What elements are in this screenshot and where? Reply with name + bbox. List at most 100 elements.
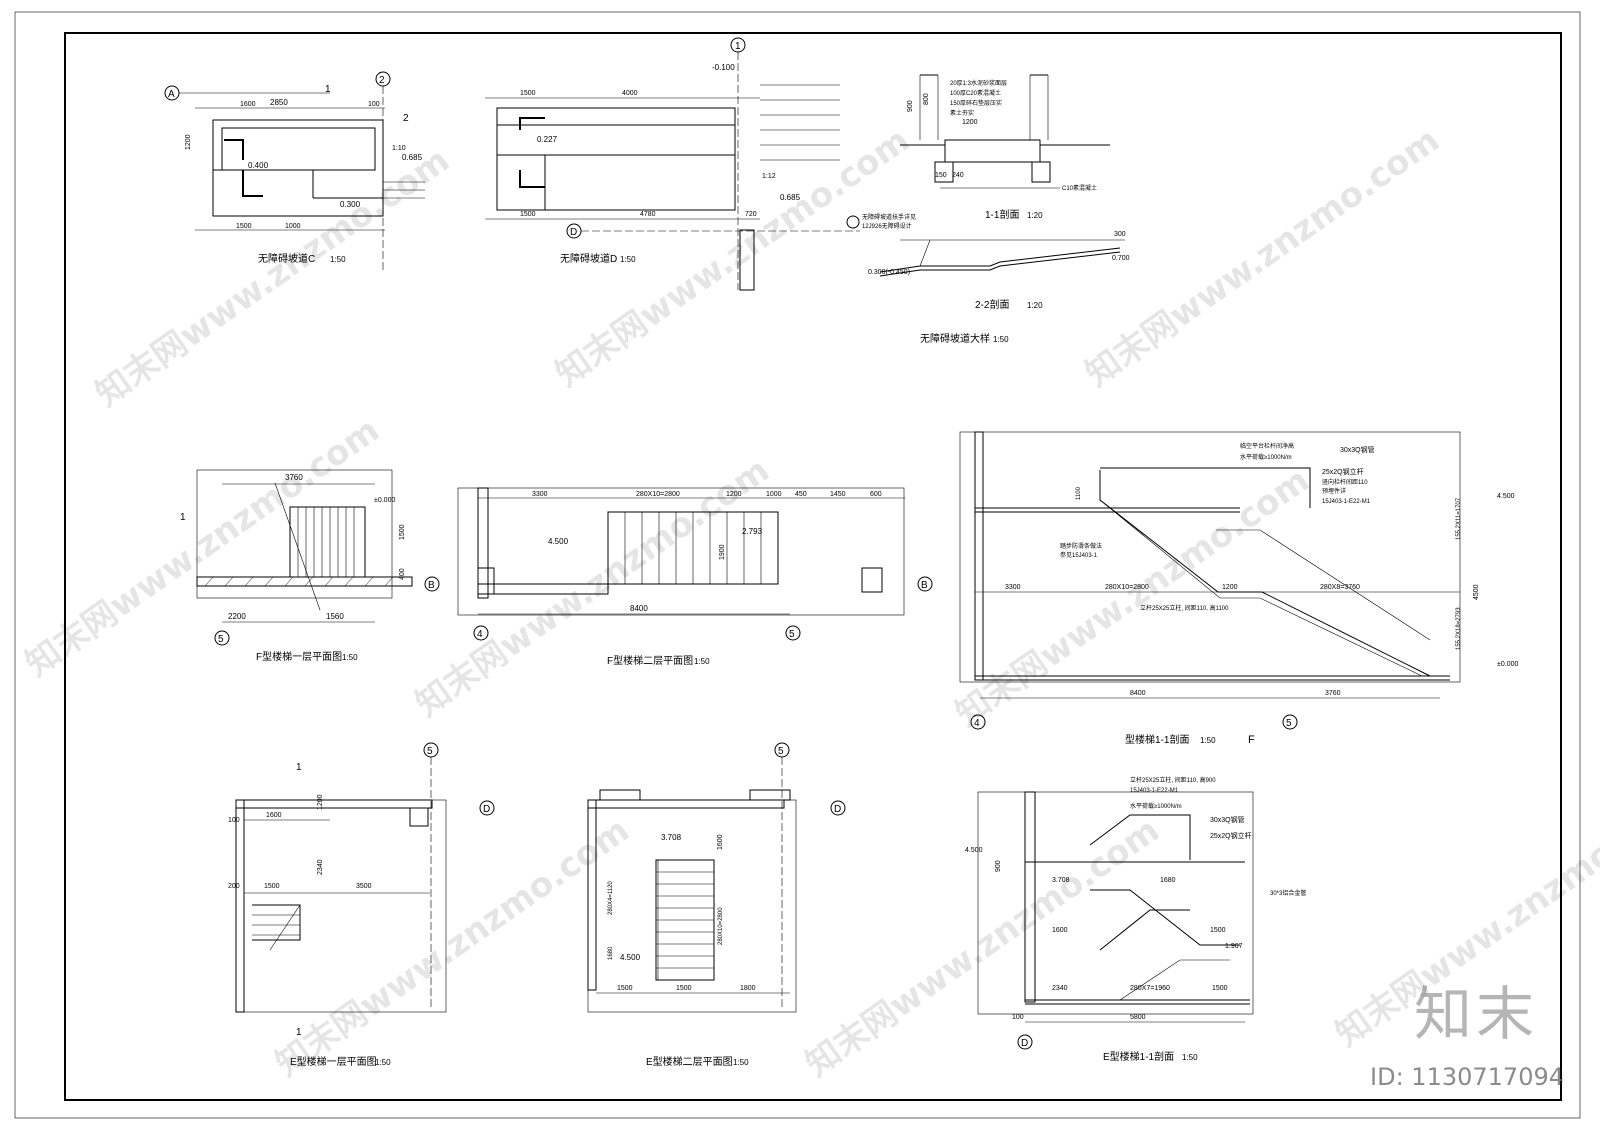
- es-dim-1600: 1600: [1052, 927, 1068, 934]
- e1-axis-5: 5: [427, 746, 433, 757]
- fs-note-ref2: 参见15J403-1: [1060, 551, 1098, 559]
- e2-dim-1500-a: 1500: [617, 985, 633, 992]
- es-dim-1500-b: 1500: [1212, 985, 1228, 992]
- dim-1560: 1560: [326, 612, 344, 621]
- es-elev-3708: 3.708: [1052, 877, 1070, 884]
- dim-300: 300: [1114, 231, 1126, 238]
- es-elev-4500: 4.500: [965, 847, 983, 854]
- elev-0700: 0.700: [1112, 255, 1130, 262]
- image-id: ID: 1130717094: [1370, 1063, 1564, 1091]
- ramp-c-title: 无障碍坡道C: [258, 252, 315, 265]
- f-stair-first-plan: 3760 ±0.000 1500 400 B 2200 1560 5 1 F型楼…: [180, 469, 440, 663]
- fs-dim-steps2: 280X8=3760: [1320, 584, 1360, 591]
- slope-1-10: 1:10: [392, 145, 406, 152]
- fs-dim-4500: 4500: [1473, 584, 1480, 600]
- brand-logo: 知末: [1413, 980, 1538, 1048]
- e1-dim-3500: 3500: [356, 883, 372, 890]
- dim-1500: 1500: [236, 223, 252, 230]
- fs-note-space: 竖向栏杆间距110: [1322, 478, 1368, 486]
- dim-1500-f: 1500: [399, 524, 406, 540]
- e1-dim-200: 200: [228, 883, 240, 890]
- axis-b: B: [428, 580, 435, 591]
- e1-mark-1b: 1: [296, 1027, 302, 1038]
- section-2-2-title: 2-2剖面: [975, 298, 1009, 311]
- e-stair-first-plan: 1 5 D 1600 100 1500 3500 200 2340 1200 1…: [228, 742, 495, 1068]
- axis-5-f2: 5: [789, 629, 795, 640]
- es-dim-2340: 2340: [1052, 985, 1068, 992]
- es-note-bar: 25x2Q钢立杆: [1210, 831, 1252, 840]
- elev-0685: 0.685: [402, 153, 423, 162]
- dim-1450: 1450: [830, 491, 846, 498]
- fs-dim-3760: 3760: [1325, 690, 1341, 697]
- detail-ref: 12J926无障碍设计: [862, 222, 912, 230]
- e-stair-section: 立杆25X25立柱, 间距110, 高900 15J403-1-E22-M1 3…: [965, 776, 1306, 1063]
- es-note-steel: 30x3Q钢管: [1210, 815, 1245, 824]
- section-mark-1: 1: [325, 84, 331, 95]
- dim-1200-d: 1200: [962, 119, 978, 126]
- dim-3300: 3300: [532, 491, 548, 498]
- f-second-scale: 1:50: [694, 657, 710, 666]
- dim-240: 240: [952, 172, 964, 179]
- fs-dim-1200: 1200: [1222, 584, 1238, 591]
- dim-1600: 1600: [240, 101, 256, 108]
- e-section-scale: 1:50: [1182, 1053, 1198, 1062]
- e-second-scale: 1:50: [733, 1058, 749, 1067]
- f-stair-section: 临空平台栏杆间净高 水平荷载≥1000N/m 30x3Q钢管 25x2Q钢立杆 …: [959, 431, 1518, 746]
- f-letter: F: [1248, 734, 1255, 746]
- ramp-d-scale: 1:50: [620, 255, 636, 264]
- elev-m0100: -0.100: [712, 63, 735, 72]
- fs-dim-1100: 1100: [1076, 486, 1082, 500]
- detail-note-4: 素土夯实: [950, 109, 974, 117]
- e2-dim-1120: 280X4=1120: [608, 881, 614, 915]
- dim-600: 600: [870, 491, 882, 498]
- e1-dim-100: 100: [228, 817, 240, 824]
- fs-dim-8400: 8400: [1130, 690, 1146, 697]
- es-note-bars: 立杆25X25立柱, 间距110, 高900: [1130, 776, 1216, 784]
- fs-elev-0: ±0.000: [1497, 661, 1518, 668]
- fs-note-ref: 15J403-1-E22-M1: [1322, 499, 1371, 505]
- es-axis-d: D: [1021, 1038, 1028, 1049]
- fs-axis-5: 5: [1286, 718, 1292, 729]
- elev-2793: 2.793: [742, 527, 763, 536]
- detail-note-1: 20厚1:3水泥砂浆面层: [950, 79, 1007, 87]
- es-note-ref: 15J403-1-E22-M1: [1130, 788, 1179, 794]
- f-section-title: 型楼梯1-1剖面: [1125, 733, 1189, 746]
- elev-0300: 0.300: [340, 200, 361, 209]
- dim-1000: 1000: [766, 491, 782, 498]
- ramp-c-scale: 1:50: [330, 255, 346, 264]
- elev-0227: 0.227: [537, 135, 558, 144]
- e1-dim-2340: 2340: [317, 859, 324, 875]
- dim-4780: 4780: [640, 211, 656, 218]
- fs-note-platform: 临空平台栏杆间净高: [1240, 442, 1294, 450]
- e2-dim-2800: 280X10=2800: [718, 907, 724, 945]
- elev-0000: ±0.000: [374, 497, 395, 504]
- e2-dim-1600: 1600: [717, 834, 724, 850]
- e2-elev-3708: 3.708: [661, 833, 682, 842]
- fs-note-step: 踏步防滑条做法: [1060, 542, 1102, 550]
- dim-400: 400: [399, 568, 406, 580]
- slope-1-12: 1:12: [762, 173, 776, 180]
- dim-900: 900: [907, 100, 914, 112]
- dim-450: 450: [795, 491, 807, 498]
- dim-150: 150: [935, 172, 947, 179]
- fs-note-bars: 立杆25X25立柱, 间距110, 高1100: [1140, 604, 1229, 612]
- dim-1000: 1000: [285, 223, 301, 230]
- section-1-1-title: 1-1剖面: [985, 208, 1019, 221]
- axis-b-f2: B: [921, 580, 928, 591]
- axis-2: 2: [379, 75, 385, 86]
- dim-1200-f2: 1200: [726, 491, 742, 498]
- dim-3760: 3760: [285, 473, 303, 482]
- e-second-title: E型楼梯二层平面图: [646, 1055, 733, 1068]
- fs-dim-top: 155.2X11=1707: [1456, 497, 1462, 540]
- section-1-1-scale: 1:20: [1027, 211, 1043, 220]
- axis-4: 4: [477, 629, 483, 640]
- ramp-detail-scale: 1:50: [993, 335, 1009, 344]
- es-dim-steps: 280X7=1960: [1130, 985, 1170, 992]
- f-second-title: F型楼梯二层平面图: [607, 654, 693, 667]
- fs-note-bar: 25x2Q钢立杆: [1322, 467, 1364, 476]
- dim-1200: 1200: [185, 134, 192, 150]
- detail-note-2: 100厚C20素混凝土: [950, 89, 1001, 97]
- dim-800: 800: [923, 93, 930, 105]
- dim-2850: 2850: [270, 98, 288, 107]
